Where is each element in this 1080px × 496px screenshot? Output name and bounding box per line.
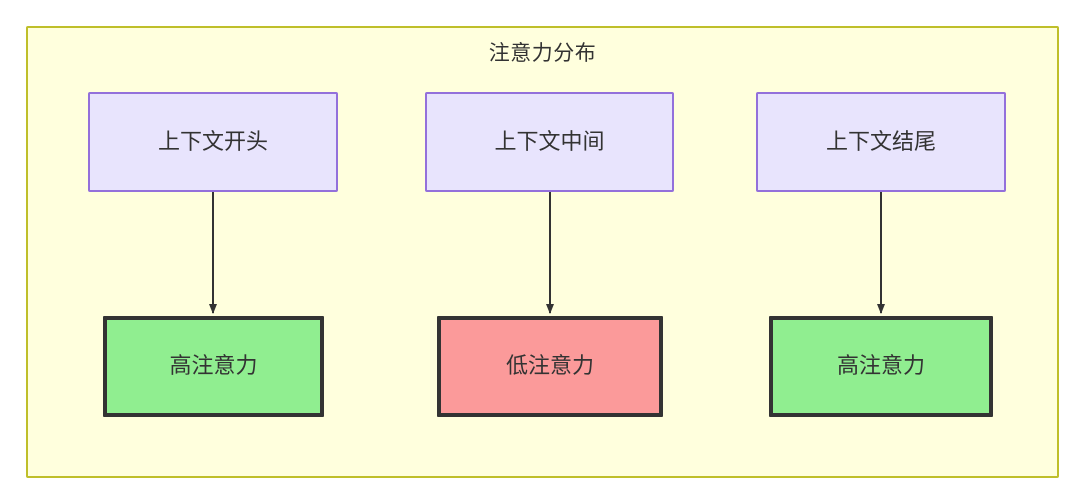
node-context-start[interactable]: 上下文开头: [88, 92, 338, 192]
node-attention-low-middle[interactable]: 低注意力: [437, 316, 663, 417]
node-attention-high-start[interactable]: 高注意力: [103, 316, 324, 417]
node-context-end[interactable]: 上下文结尾: [756, 92, 1006, 192]
node-context-middle[interactable]: 上下文中间: [425, 92, 674, 192]
node-label: 高注意力: [169, 353, 258, 379]
subgraph-title: 注意力分布: [488, 42, 597, 65]
node-label: 上下文结尾: [825, 128, 936, 154]
node-label: 高注意力: [836, 353, 925, 379]
node-label: 低注意力: [505, 353, 594, 379]
node-label: 上下文开头: [157, 128, 268, 154]
node-attention-high-end[interactable]: 高注意力: [769, 316, 993, 417]
node-label: 上下文中间: [494, 128, 605, 154]
